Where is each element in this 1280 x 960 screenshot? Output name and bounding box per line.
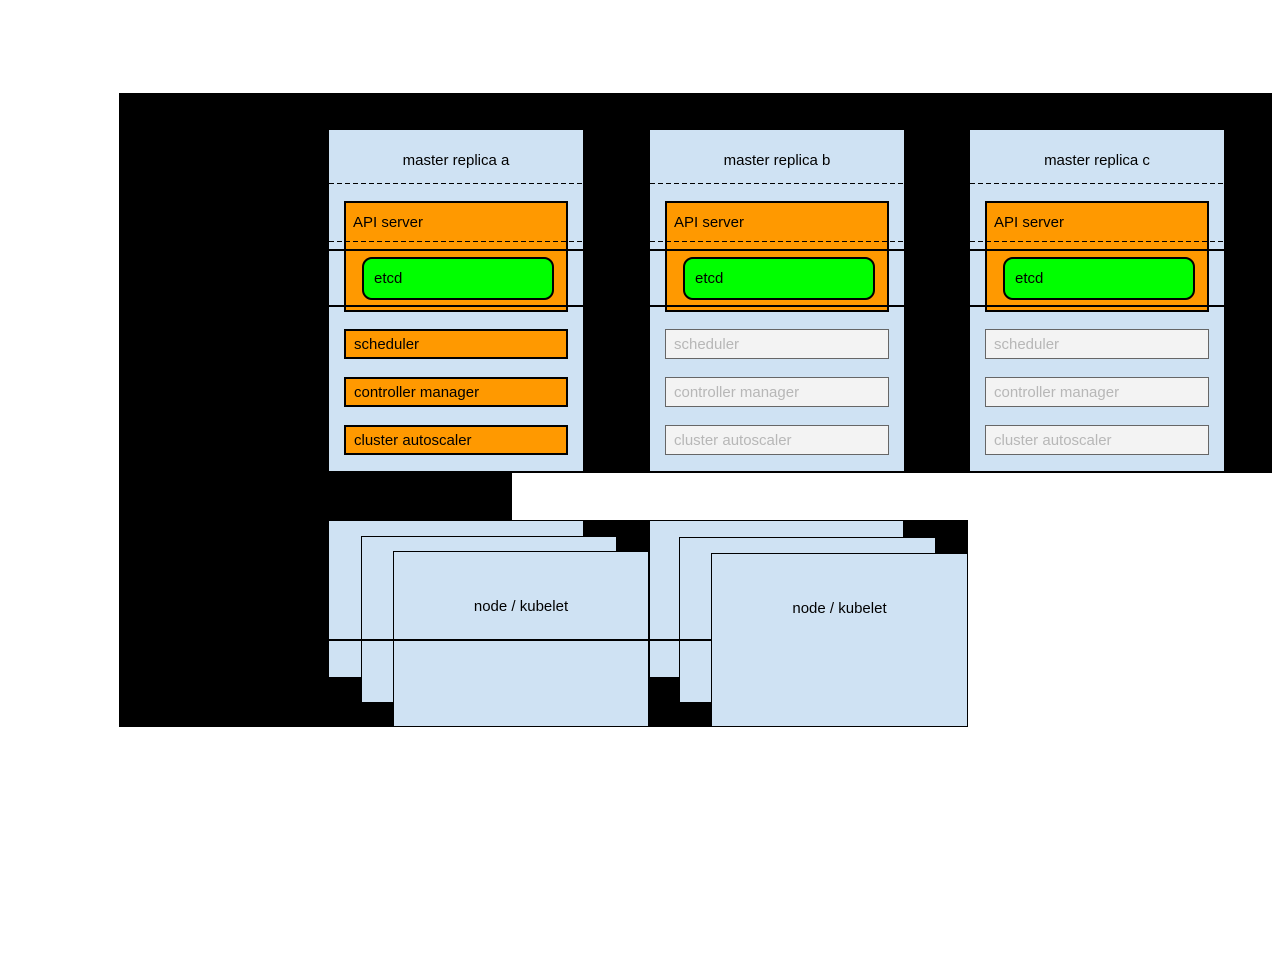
etcd-box: etcd <box>683 257 875 300</box>
api-server-label: API server <box>353 214 424 231</box>
scheduler-box: scheduler <box>985 329 1209 359</box>
scheduler-box: scheduler <box>344 329 568 359</box>
section-divider-dashed <box>329 183 583 185</box>
etcd-box: etcd <box>362 257 554 300</box>
section-divider-solid <box>329 305 583 307</box>
section-divider-dashed <box>650 241 904 243</box>
node-box-front: node / kubelet <box>711 553 968 727</box>
section-divider-dashed <box>970 183 1224 185</box>
node-kubelet-label: node / kubelet <box>792 600 887 617</box>
background-cutout-right <box>968 473 1280 727</box>
cluster-autoscaler-box: cluster autoscaler <box>985 425 1209 455</box>
section-divider-solid <box>970 249 1224 251</box>
master-replica-c-box: master replica c API server etcd schedul… <box>969 129 1225 472</box>
controller-manager-box: controller manager <box>665 377 889 407</box>
section-divider-dashed <box>329 241 583 243</box>
section-divider-solid <box>329 249 583 251</box>
node-kubelet-label: node / kubelet <box>473 598 569 615</box>
section-divider-solid <box>970 305 1224 307</box>
master-replica-title: master replica c <box>1044 152 1150 169</box>
cluster-autoscaler-box: cluster autoscaler <box>665 425 889 455</box>
master-replica-a-box: master replica a API server etcd schedul… <box>328 129 584 472</box>
cluster-autoscaler-box: cluster autoscaler <box>344 425 568 455</box>
api-server-label: API server <box>674 214 745 231</box>
section-divider-solid <box>650 305 904 307</box>
master-replica-b-box: master replica b API server etcd schedul… <box>649 129 905 472</box>
etcd-box: etcd <box>1003 257 1195 300</box>
section-divider-dashed <box>650 183 904 185</box>
node-section-divider <box>328 639 712 641</box>
api-server-label: API server <box>994 214 1065 231</box>
controller-manager-box: controller manager <box>344 377 568 407</box>
master-replica-title: master replica b <box>723 152 831 169</box>
controller-manager-box: controller manager <box>985 377 1209 407</box>
master-replica-title: master replica a <box>402 152 510 169</box>
section-divider-dashed <box>970 241 1224 243</box>
section-divider-solid <box>650 249 904 251</box>
scheduler-box: scheduler <box>665 329 889 359</box>
